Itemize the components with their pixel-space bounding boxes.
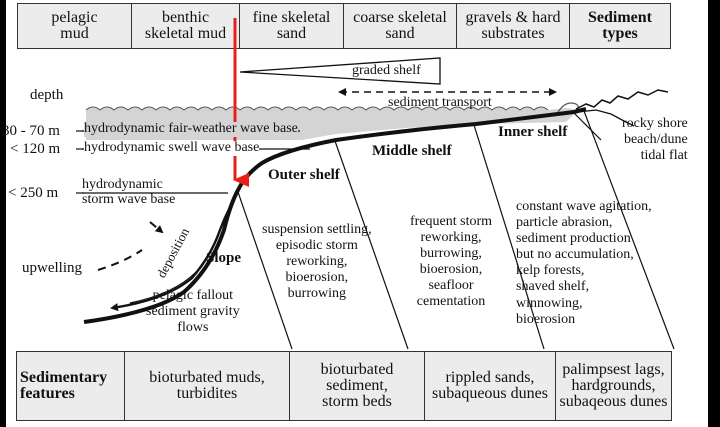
depth-250-label: < 250 m [8,185,59,201]
sedimentary-features-table: Sedimentary features bioturbated muds, t… [16,351,672,421]
table-divider [124,352,125,420]
middle-shelf-processes-text: frequent storm reworking, burrowing, bio… [410,214,493,310]
storm-wave-base-label: hydrodynamic storm wave base [82,177,176,207]
graded-shelf-wedge [239,57,441,85]
depth-120-label: < 120 m [10,141,61,157]
sediment-type-cell: fine skeletal sand [252,9,331,42]
zone-boundary-slope-outer [237,191,293,350]
table-divider [424,352,425,420]
depth-30-70-label: 30 - 70 m [2,123,60,139]
sediment-transport-label: sediment transport [388,95,492,110]
sediment-type-cell: coarse skeletal sand [353,9,447,42]
graded-shelf-label: graded shelf [352,63,421,78]
sedimentary-features-header: Sedimentary features [20,369,108,402]
sediment-type-cell: gravels & hard substrates [465,9,561,42]
sedimentary-feature-cell: bioturbated muds, turbidites [149,369,265,402]
sediment-types-header: Sediment types [588,9,652,42]
inner-shelf-label: Inner shelf [498,124,568,140]
table-divider [131,4,132,48]
rocky-shore-label: rocky shore beach/dune tidal flat [622,116,688,164]
sedimentary-feature-cell: rippled sands, subaqueous dunes [432,369,548,402]
inner-shelf-processes-text: constant wave agitation, particle abrasi… [516,199,652,327]
zone-boundary-outer-middle [334,140,409,350]
swell-wave-base-label: hydrodynamic swell wave base [84,140,260,156]
depth-label: depth [30,87,64,103]
rocky-shore [575,89,669,110]
sea-surface-wave [85,106,549,111]
zone-boundary-mid [573,112,602,141]
table-divider [456,4,457,48]
sedimentary-feature-cell: bioturbated sediment, storm beds [320,361,394,410]
rocky-shore-base [577,109,635,127]
sediment-types-table: pelagic mud benthic skeletal mud fine sk… [17,3,671,49]
table-divider [239,4,240,48]
sedimentary-feature-cell: palimpsest lags, hardgrounds, subaqeous … [559,361,668,410]
outer-shelf-processes-text: suspension settling, episodic storm rewo… [262,222,372,302]
table-divider [555,352,556,420]
fair-weather-wave-base-label: hydrodynamic fair-weather wave base [84,121,298,137]
upwelling-arrow-head [149,221,164,234]
table-divider [289,352,290,420]
slope-label: Slope [206,250,242,266]
table-divider [569,4,570,48]
middle-shelf-label: Middle shelf [372,143,452,159]
upwelling-arrow [97,249,143,271]
table-divider [343,4,344,48]
slope-deposit-inner [129,233,219,304]
slope-processes-text: pelagic fallout sediment gravity flows [146,288,240,336]
zone-boundary-inner-shore [583,110,675,350]
seafloor-profile [83,107,587,324]
zone-boundary-middle-inner [473,124,545,350]
upwelling-label: upwelling [22,260,82,276]
sediment-type-cell: pelagic mud [51,9,98,42]
sediment-type-cell: benthic skeletal mud [144,9,227,42]
outer-shelf-label: Outer shelf [268,167,340,183]
